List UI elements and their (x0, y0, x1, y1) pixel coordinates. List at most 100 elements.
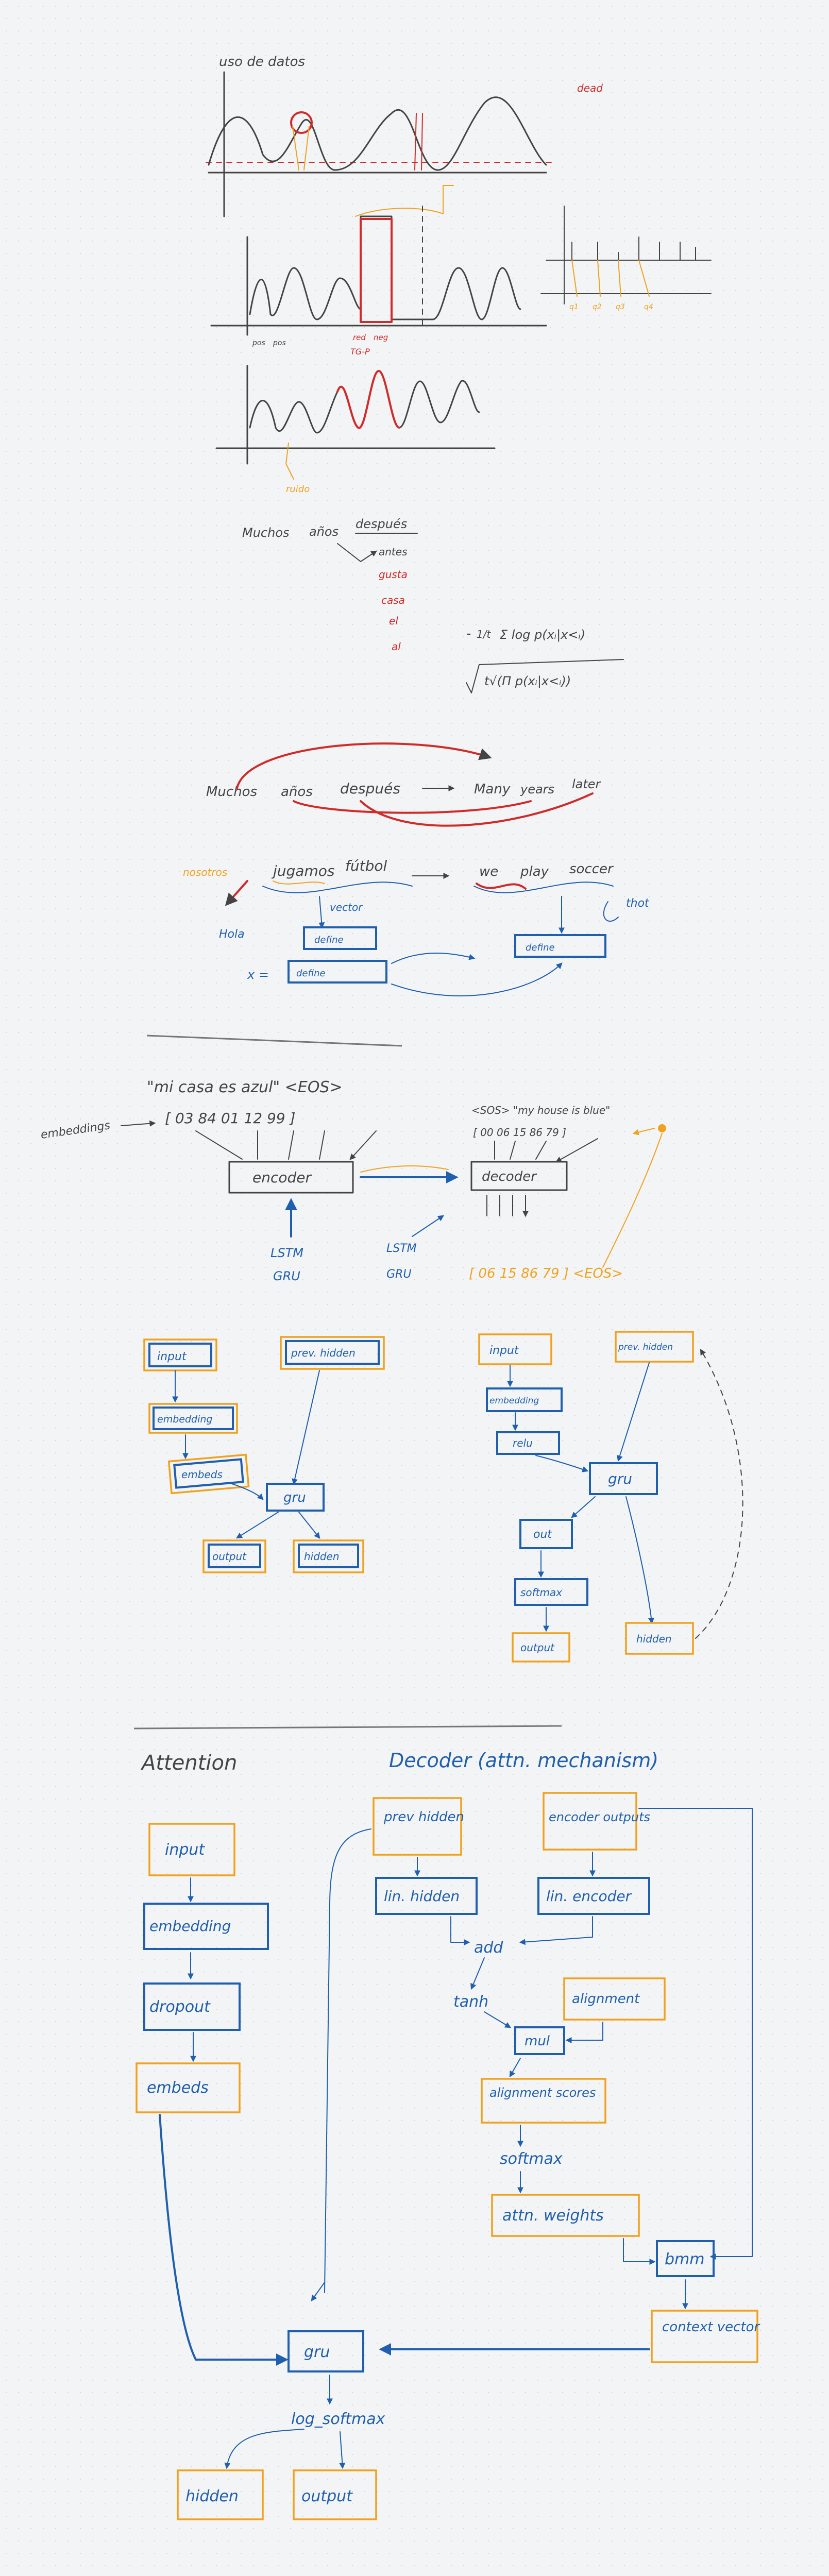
attn-arrow-add-r (519, 1916, 593, 1945)
tgt-word-2: years (520, 782, 554, 796)
candidate-3: el (389, 615, 398, 627)
src-word-3: después (340, 780, 400, 797)
x-label: x = (247, 968, 269, 982)
word-muchos: Muchos (242, 526, 290, 540)
align-arc-1 (236, 742, 492, 789)
enc-arrow-3 (231, 1483, 264, 1500)
encoder-x-label: define (296, 968, 326, 979)
tgt-word-1: Many (474, 782, 511, 797)
side-orange-guides (571, 260, 650, 297)
plot3-note-arrow (285, 443, 294, 480)
plot3-note: ruido (286, 484, 310, 495)
plot2-orange-bracket (355, 185, 454, 217)
hola-label: Hola (219, 928, 245, 941)
attn-arrow-bmm (623, 2238, 656, 2265)
plot3-highlight (336, 370, 400, 429)
attn-alignment-outer (563, 1977, 666, 2021)
attn-arrow-scores (509, 2058, 521, 2078)
formula2: t√(Π p(xᵢ|x<ᵢ)) (484, 674, 571, 688)
attn-arrow-output (339, 2431, 346, 2469)
attn-dropout-box (143, 1982, 241, 2031)
plot1-peak-highlight (292, 126, 310, 171)
loop-back-arrow (602, 1133, 663, 1268)
plot1-signal (208, 96, 547, 171)
dec-arrow-out (571, 1496, 596, 1518)
attn-bmm-box (656, 2240, 715, 2277)
side-tick-4: q4 (644, 303, 653, 311)
dec-hidden-outer (625, 1622, 694, 1655)
enc-variant-lstm: LSTM (270, 1246, 303, 1260)
decoder-mini-label: define (526, 942, 555, 953)
attn-add-label: add (474, 1939, 503, 1957)
sketch-title: uso de datos (219, 54, 305, 70)
formula1-frac: 1/t (477, 628, 491, 640)
attn-softmax-label: softmax (500, 2150, 563, 2168)
tgt2-word-2: play (520, 864, 549, 879)
dec-variant-lstm: LSTM (386, 1242, 417, 1255)
dec-embedding-box (486, 1387, 563, 1412)
attn-embeds-label: embeds (147, 2079, 209, 2097)
src2-word-2: jugamos (271, 862, 334, 879)
enc-input-box (148, 1343, 212, 1367)
tgt2-word-3: soccer (569, 861, 614, 877)
attn-prev-hidden-label: prev hidden (383, 1809, 464, 1825)
encoder-mini-box (303, 926, 377, 950)
dec-prev-hidden-outer (615, 1331, 694, 1363)
dec-out-box (519, 1519, 573, 1549)
attn-prev-hidden-outer (373, 1797, 462, 1856)
translation-words: Muchos años después antes gusta casa el … (242, 517, 624, 693)
enc-gru-box (266, 1483, 325, 1512)
attn-arrow-mul-l (484, 2011, 512, 2028)
dec-gru-label: gru (608, 1470, 632, 1487)
plot1-spike (414, 113, 423, 171)
seq2seq-sketch: Muchos años después Many years later nos… (183, 742, 650, 996)
dec-output-label: output (520, 1641, 555, 1654)
source-ids: [ 03 84 01 12 99 ] (165, 1110, 295, 1127)
side-tick-2: q2 (593, 303, 602, 311)
candidate-4: al (392, 640, 401, 653)
attn-embeds-to-gru (159, 2114, 289, 2366)
enc-embedding-box (153, 1406, 234, 1430)
attn-encoder-to-bmm (638, 1808, 753, 2260)
divider-1 (146, 1035, 402, 1047)
dec-arrow-hidden (617, 1362, 650, 1462)
enc-embeds-box (173, 1458, 244, 1489)
vector-label: vector (330, 901, 363, 913)
attn-dropout-label: dropout (149, 1998, 211, 2016)
enc-embedding-label: embedding (157, 1414, 212, 1425)
attn-prev-to-gru-tip (311, 2282, 325, 2301)
decoder-box (470, 1161, 568, 1191)
align-arc-2 (360, 792, 594, 827)
attn-lin-encoder-label: lin. encoder (546, 1888, 632, 1905)
attn-arrow-hidden (224, 2429, 304, 2469)
src2-wavy (262, 882, 413, 893)
attention-heading: Attention (140, 1751, 237, 1775)
attn-context-outer (651, 2310, 758, 2363)
output-ids: [ 06 15 86 79 ] <EOS> (469, 1266, 623, 1281)
src2-word-1: nosotros (183, 866, 227, 878)
target-sentence: <SOS> "my house is blue" (471, 1104, 610, 1116)
attention-decoder-diagram: Attention Decoder (attn. mechanism) inpu… (136, 1749, 760, 2520)
dec-variant-arrow (412, 1215, 444, 1237)
attn-input-outer (148, 1823, 235, 1876)
attn-scores-label: alignment scores (489, 2086, 596, 2100)
attn-weights-label: attn. weights (502, 2207, 604, 2225)
enc-arrow-hid (298, 1512, 320, 1539)
target-ids: [ 00 06 15 86 79 ] (473, 1126, 566, 1139)
signal-sketches: uso de datos dead pos pos red neg TG-P q… (206, 54, 712, 495)
enc-embeds-label: embeds (181, 1468, 223, 1481)
attn-output-outer (293, 2469, 377, 2520)
source-sentence: "mi casa es azul" <EOS> (147, 1078, 343, 1096)
formula1-sign: - (466, 626, 471, 641)
thought-hook (603, 901, 619, 922)
encoder-x-box (287, 960, 387, 984)
enc-dec-arrow (391, 953, 476, 964)
marker-pos1: pos (252, 339, 265, 347)
attention-subheading: Decoder (attn. mechanism) (389, 1749, 658, 1772)
enc-prev-hidden-box (285, 1340, 380, 1365)
enc-prev-hidden-outer (280, 1336, 385, 1370)
attn-bmm-label: bmm (665, 2250, 705, 2268)
candidate-0: antes (379, 546, 408, 558)
dec-softmax-box (514, 1578, 588, 1606)
marker-pos2: pos (273, 339, 286, 347)
